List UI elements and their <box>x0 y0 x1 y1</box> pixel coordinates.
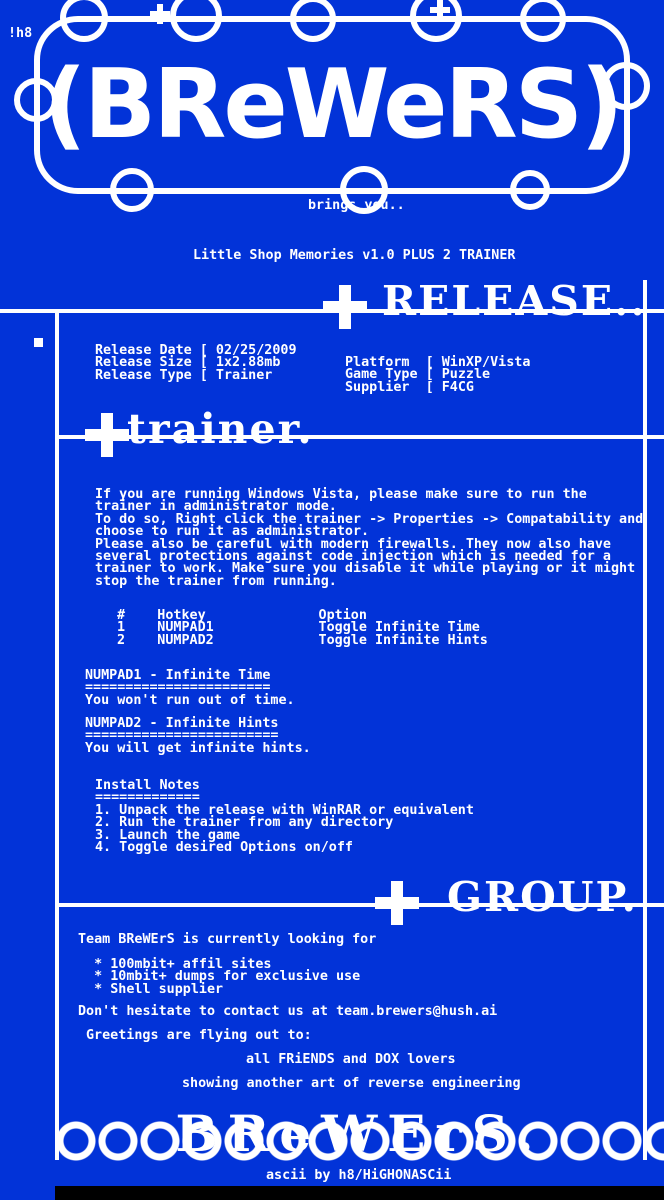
release-section-heading: RELEASE.. <box>382 277 647 325</box>
cloud-bump-icon <box>290 0 336 42</box>
cloud-bump-icon <box>602 62 650 110</box>
release-title: Little Shop Memories v1.0 PLUS 2 TRAINER <box>193 248 516 263</box>
frame-line-right <box>643 280 647 1160</box>
numpad1-description: NUMPAD1 - Infinite Time ================… <box>85 668 295 708</box>
plus-icon <box>150 4 170 24</box>
frame-tick <box>34 338 43 347</box>
ascii-credit: ascii by h8/HiGHONASCii <box>266 1168 452 1183</box>
greetings-target: all FRiENDS and DOX lovers <box>246 1052 456 1067</box>
bottom-black-bar <box>55 1186 664 1200</box>
plus-icon <box>430 0 450 20</box>
contact-line: Don't hesitate to contact us at team.bre… <box>78 1004 498 1019</box>
release-info-right: Platform [ WinXP/Vista Game Type [ Puzzl… <box>345 355 531 395</box>
brewers-logo-cloud: (BReWeRS) <box>14 0 650 214</box>
frame-line-left <box>55 309 59 1160</box>
frame-line-trainer <box>55 435 664 439</box>
footer-cloud-band <box>55 1112 664 1170</box>
scene-tag: !h8 <box>8 26 33 41</box>
cloud-bump-icon <box>170 0 222 42</box>
brewers-logo-text: (BReWeRS) <box>43 50 623 160</box>
cloud-bump-icon <box>410 0 462 42</box>
trainer-section-heading: trainer. <box>127 405 314 453</box>
cloud-bump-icon <box>14 78 58 122</box>
trainer-notes: If you are running Windows Vista, please… <box>95 487 644 589</box>
frame-line-group <box>55 903 664 907</box>
sparkle-icon <box>323 285 367 329</box>
group-looking-for: Team BReWErS is currently looking for * … <box>78 932 377 997</box>
cloud-bump-icon <box>520 0 566 42</box>
brings-you-line: brings you.. <box>308 198 405 213</box>
numpad2-description: NUMPAD2 - Infinite Hints ===============… <box>85 716 311 756</box>
install-notes: Install Notes ============= 1. Unpack th… <box>95 778 474 856</box>
cloud-bump-icon <box>340 166 388 214</box>
footer-brewers-logo: BReWErS. <box>175 1104 544 1163</box>
cloud-bump-icon <box>510 170 550 210</box>
sparkle-icon <box>375 881 419 925</box>
release-info-left: Release Date [ 02/25/2009 Release Size [… <box>95 343 297 383</box>
tagline: showing another art of reverse engineeri… <box>182 1076 521 1091</box>
sparkle-icon <box>85 413 129 457</box>
hotkey-table: # Hotkey Option 1 NUMPAD1 Toggle Infinit… <box>117 608 488 648</box>
cloud-bump-icon <box>60 0 108 42</box>
group-section-heading: GROUP. <box>447 873 638 921</box>
cloud-bump-icon <box>110 168 154 212</box>
greetings-line: Greetings are flying out to: <box>86 1028 312 1043</box>
